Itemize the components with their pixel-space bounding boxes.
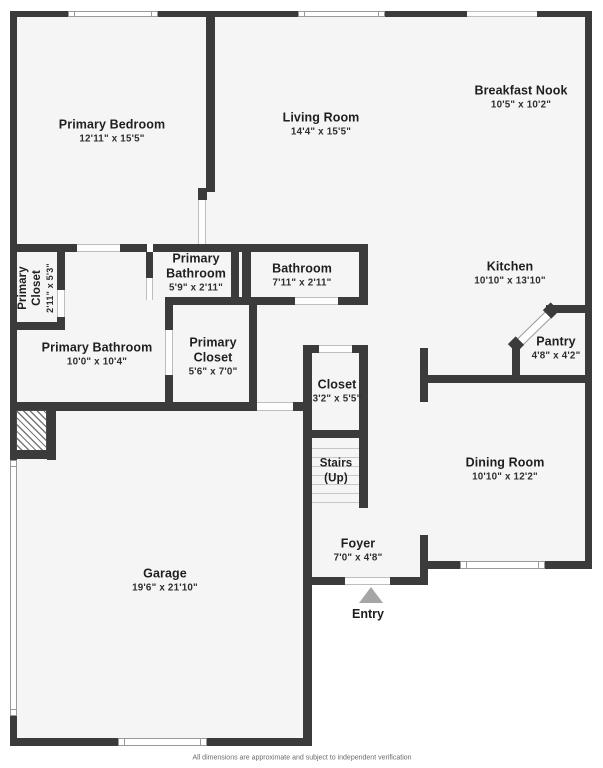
wall	[57, 252, 65, 290]
wall	[428, 375, 592, 383]
wall	[165, 297, 257, 305]
wall	[231, 252, 239, 305]
wall	[545, 561, 592, 569]
wall	[10, 402, 257, 411]
disclaimer-text: All dimensions are approximate and subje…	[192, 754, 412, 762]
wall	[249, 305, 257, 408]
wall	[338, 297, 367, 305]
entry-arrow-icon	[359, 587, 383, 603]
window	[10, 460, 17, 716]
wall	[120, 244, 147, 252]
room-label-dining-room: Dining Room 10'10" x 12'2"	[465, 455, 545, 483]
room-label-primary-closet: Primary Closet 5'6" x 7'0"	[188, 335, 238, 377]
door-opening	[57, 290, 65, 317]
room-label-primary-bathroom: Primary Bathroom 10'0" x 10'4"	[41, 340, 153, 368]
window	[68, 11, 158, 17]
wall	[10, 738, 118, 746]
utility-hatch	[16, 410, 47, 452]
wall	[206, 17, 215, 192]
door-opening	[198, 200, 206, 244]
floor-area-dining	[428, 383, 592, 568]
wall-opening	[147, 244, 153, 252]
door-opening	[257, 402, 293, 411]
room-label-pantry: Pantry 4'8" x 4'2"	[531, 334, 581, 362]
wall	[158, 11, 298, 17]
pantry-diagonal-door	[507, 302, 560, 353]
wall	[359, 345, 368, 508]
wall	[420, 535, 428, 585]
entry-label: Entry	[352, 607, 384, 621]
room-label-bathroom: Bathroom 7'11" x 2'11"	[272, 261, 332, 289]
door-opening	[165, 330, 173, 375]
wall	[428, 561, 460, 569]
wall	[165, 305, 173, 330]
wall	[303, 577, 345, 585]
wall	[303, 345, 312, 746]
wall	[10, 716, 17, 746]
wall	[10, 11, 68, 17]
wall	[198, 188, 207, 200]
window	[298, 11, 385, 17]
wall	[10, 11, 17, 460]
wall-opening	[467, 11, 537, 17]
room-label-primary-closet-side: Primary Closet 2'11" x 5'3"	[16, 263, 56, 313]
wall	[153, 244, 367, 252]
wall	[537, 11, 592, 17]
door-opening	[345, 577, 390, 585]
room-label-kitchen: Kitchen 10'10" x 13'10"	[474, 259, 546, 287]
door-opening	[77, 244, 120, 252]
room-label-stairs: Stairs (Up)	[319, 457, 353, 485]
room-label-breakfast-nook: Breakfast Nook 10'5" x 10'2"	[474, 83, 568, 111]
wall	[165, 375, 173, 408]
wall	[146, 252, 153, 278]
room-label-foyer: Foyer 7'0" x 4'8"	[333, 536, 383, 564]
door-opening	[146, 278, 153, 300]
wall	[10, 244, 77, 252]
wall	[47, 408, 56, 460]
wall	[352, 345, 359, 353]
wall	[512, 343, 520, 383]
wall	[207, 738, 312, 746]
wall	[585, 11, 592, 569]
wall	[293, 402, 312, 411]
wall	[312, 430, 359, 438]
wall	[242, 297, 295, 305]
wall	[10, 322, 65, 330]
wall	[546, 305, 592, 313]
floor-area-upper	[10, 11, 592, 383]
stairs-steps	[312, 440, 359, 503]
wall	[385, 11, 467, 17]
wall	[359, 244, 368, 305]
room-label-primary-bathroom-upper: Primary Bathroom 5'9" x 2'11"	[166, 251, 226, 293]
wall	[420, 348, 428, 402]
room-label-garage: Garage 19'6" x 21'10"	[132, 566, 198, 594]
room-label-closet: Closet 3'2" x 5'5"	[312, 377, 362, 405]
wall	[312, 345, 319, 353]
wall	[10, 450, 56, 459]
door-opening	[319, 345, 352, 353]
wall	[242, 244, 251, 305]
room-label-primary-bedroom: Primary Bedroom 12'11" x 15'5"	[58, 117, 166, 145]
floor-area-garage	[10, 383, 312, 746]
room-label-living-room: Living Room 14'4" x 15'5"	[282, 110, 360, 138]
garage-door	[118, 738, 207, 746]
door-opening	[295, 297, 338, 305]
wall	[390, 577, 428, 585]
window	[460, 561, 545, 569]
